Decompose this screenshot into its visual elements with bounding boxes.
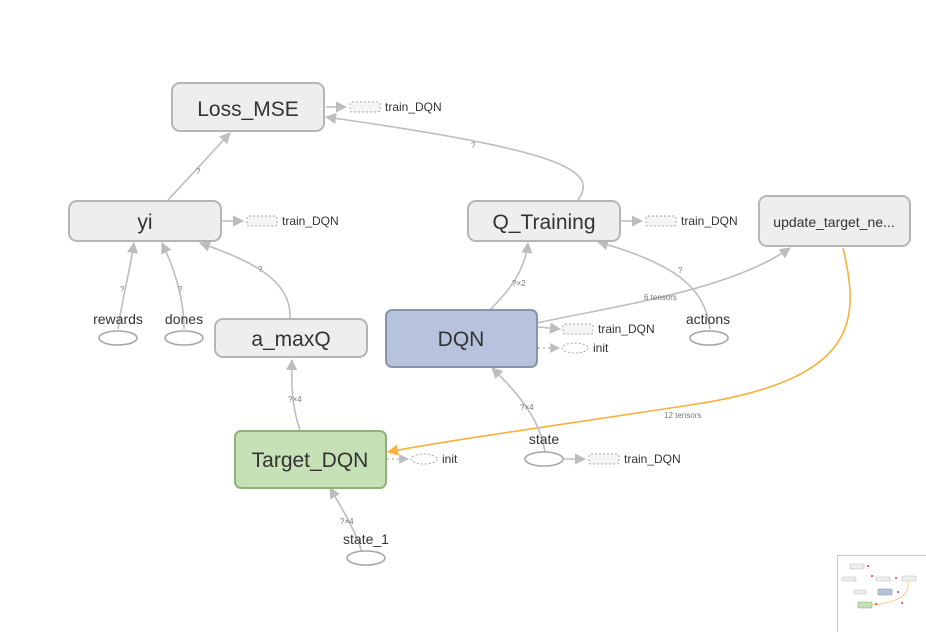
ref-train-loss-label: train_DQN xyxy=(385,100,442,114)
edge-rewards-to-yi xyxy=(117,241,139,330)
node-loss-mse-label: Loss_MSE xyxy=(197,98,299,121)
placeholder-actions[interactable]: actions xyxy=(686,311,730,346)
ref-train-dqn[interactable]: train_DQN xyxy=(537,322,655,336)
minimap[interactable] xyxy=(837,555,926,632)
edge-label-state1-target: ?×4 xyxy=(340,517,354,526)
edge-label-amaxq-yi: ? xyxy=(258,265,263,274)
edge-dqn-to-update xyxy=(536,247,791,324)
edge-label-q-loss: ? xyxy=(471,141,476,150)
node-yi[interactable]: yi xyxy=(68,200,222,242)
ref-train-state[interactable]: train_DQN xyxy=(564,452,681,466)
node-q-training[interactable]: Q_Training xyxy=(467,200,621,242)
node-dqn[interactable]: DQN xyxy=(385,309,538,368)
edge-state1-to-target xyxy=(329,487,363,553)
placeholder-rewards[interactable]: rewards xyxy=(93,311,143,346)
placeholder-state[interactable]: state xyxy=(524,431,564,467)
placeholder-state-1-label: state_1 xyxy=(343,531,389,547)
ref-init-dqn-label: init xyxy=(593,341,609,355)
placeholder-dones[interactable]: dones xyxy=(164,311,204,346)
ref-train-q-label: train_DQN xyxy=(681,214,738,228)
edge-label-state-dqn: ?×4 xyxy=(520,403,534,412)
minimap-graph xyxy=(841,563,917,609)
edge-target-to-amaxq xyxy=(286,358,301,431)
edge-label-dones-yi: ? xyxy=(178,285,183,294)
edge-label-yi-loss: ? xyxy=(196,167,201,176)
ref-init-dqn[interactable]: init xyxy=(538,341,609,355)
edge-q-to-loss xyxy=(324,112,585,201)
placeholder-dones-label: dones xyxy=(165,311,203,327)
edge-dqn-to-q xyxy=(489,241,533,311)
edge-label-dqn-q: ?×2 xyxy=(512,279,526,288)
node-a-maxq[interactable]: a_maxQ xyxy=(214,318,368,358)
ref-init-target[interactable]: init xyxy=(387,452,458,466)
ref-init-target-label: init xyxy=(442,452,458,466)
node-loss-mse[interactable]: Loss_MSE xyxy=(171,82,325,132)
edge-amaxq-to-yi xyxy=(198,240,291,319)
edge-update-to-target xyxy=(386,247,851,456)
node-update-target[interactable]: update_target_ne... xyxy=(758,195,911,247)
edge-label-actions-q: ? xyxy=(678,266,683,275)
edge-label-rewards-yi: ? xyxy=(120,285,125,294)
edge-yi-to-loss xyxy=(167,132,231,201)
ref-train-loss[interactable]: train_DQN xyxy=(326,100,442,114)
placeholder-rewards-label: rewards xyxy=(93,311,143,327)
edge-label-update-target: 12 tensors xyxy=(664,411,701,420)
node-dqn-label: DQN xyxy=(438,328,485,351)
ref-train-yi-label: train_DQN xyxy=(282,214,339,228)
ref-train-q[interactable]: train_DQN xyxy=(621,214,738,228)
edge-label-target-amaxq: ?×4 xyxy=(288,395,302,404)
node-update-target-label: update_target_ne... xyxy=(773,214,894,230)
placeholder-state-1[interactable]: state_1 xyxy=(343,531,389,566)
edge-actions-to-q xyxy=(596,239,711,330)
node-yi-label: yi xyxy=(137,211,152,234)
ref-train-dqn-label: train_DQN xyxy=(598,322,655,336)
ref-train-yi[interactable]: train_DQN xyxy=(222,214,339,228)
node-target-dqn-label: Target_DQN xyxy=(252,449,369,472)
edge-dones-to-yi xyxy=(161,241,185,330)
edge-label-dqn-update: 6 tensors xyxy=(644,293,677,302)
node-a-maxq-label: a_maxQ xyxy=(251,328,330,351)
placeholder-state-label: state xyxy=(529,431,560,447)
ref-train-state-label: train_DQN xyxy=(624,452,681,466)
node-target-dqn[interactable]: Target_DQN xyxy=(234,430,387,489)
edge-state-to-dqn xyxy=(491,367,546,453)
placeholder-actions-label: actions xyxy=(686,311,730,327)
node-q-training-label: Q_Training xyxy=(492,211,595,234)
